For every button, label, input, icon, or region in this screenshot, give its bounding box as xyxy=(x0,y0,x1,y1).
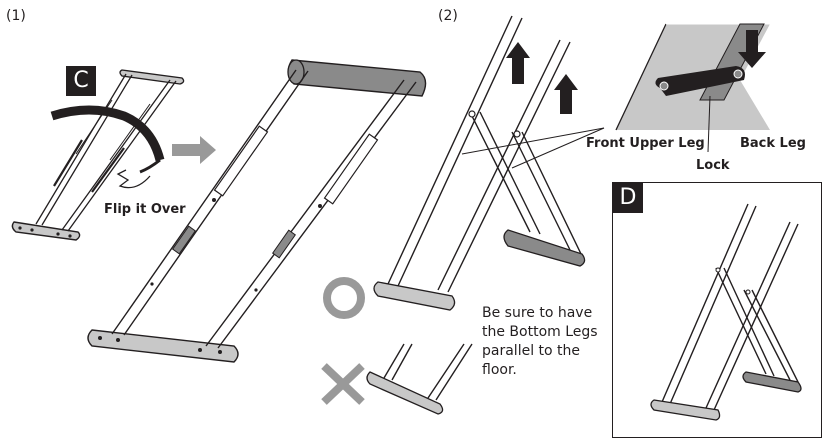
front-upper-leg-label: Front Upper Leg xyxy=(586,136,705,151)
note-line-3: parallel to the xyxy=(482,343,581,359)
note-line-4: floor. xyxy=(482,362,517,378)
step-2-label: (2) xyxy=(438,8,458,24)
down-arrow-icon xyxy=(738,30,766,68)
up-arrow-icon xyxy=(506,42,530,84)
up-arrow-icon xyxy=(554,74,578,114)
step-c-badge: C xyxy=(66,66,96,96)
note-line-2: the Bottom Legs xyxy=(482,324,598,340)
lock-label: Lock xyxy=(696,158,730,173)
back-leg-label: Back Leg xyxy=(740,136,806,151)
panel-d: D xyxy=(612,182,822,438)
note-line-1: Be sure to have xyxy=(482,305,593,321)
step-1-label: (1) xyxy=(6,8,26,24)
flip-it-over-label: Flip it Over xyxy=(104,202,186,217)
step-d-badge: D xyxy=(613,183,643,213)
parallel-note: Be sure to have the Bottom Legs parallel… xyxy=(482,304,602,380)
circle-correct-icon xyxy=(323,277,365,319)
cross-incorrect-icon xyxy=(321,363,365,405)
